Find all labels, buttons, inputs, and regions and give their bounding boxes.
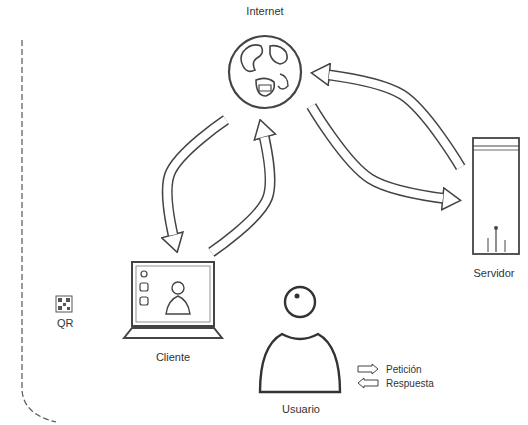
legend-label: Petición <box>386 364 422 375</box>
icon-label: QR <box>57 317 74 330</box>
arrow-outline <box>311 73 460 167</box>
laptop-icon <box>124 262 222 338</box>
legend-label: Respuesta <box>386 378 434 389</box>
legend: PeticiónRespuesta <box>356 362 434 390</box>
node-label: Usuario <box>238 402 364 416</box>
arrow-fill <box>311 106 460 200</box>
arrow-outline <box>211 120 270 252</box>
qr-code <box>56 296 72 312</box>
client-node: Cliente <box>122 256 224 364</box>
legend-sample <box>356 363 380 375</box>
legend-sample <box>356 377 380 389</box>
arrow-fill <box>167 120 226 252</box>
globe-icon <box>229 36 301 108</box>
globe-node: Internet <box>222 4 308 116</box>
flow-arrow <box>211 120 270 252</box>
dashed-border <box>22 40 56 422</box>
node-label: Internet <box>202 4 328 18</box>
node-label: Cliente <box>102 350 244 364</box>
arrow-fill <box>211 120 270 252</box>
flow-arrow <box>311 106 460 200</box>
arrow-fill <box>311 73 460 167</box>
arrow-outline <box>311 106 460 200</box>
user-figure <box>260 287 340 392</box>
flow-arrow <box>167 120 226 252</box>
flow-arrow <box>311 73 460 167</box>
arrow-outline <box>167 120 226 252</box>
server-node: Servidor <box>464 130 524 280</box>
legend-item: Respuesta <box>356 376 434 390</box>
user-node: Usuario <box>258 284 344 416</box>
server-icon <box>473 138 519 254</box>
node-label: Servidor <box>444 266 528 280</box>
legend-item: Petición <box>356 362 434 376</box>
